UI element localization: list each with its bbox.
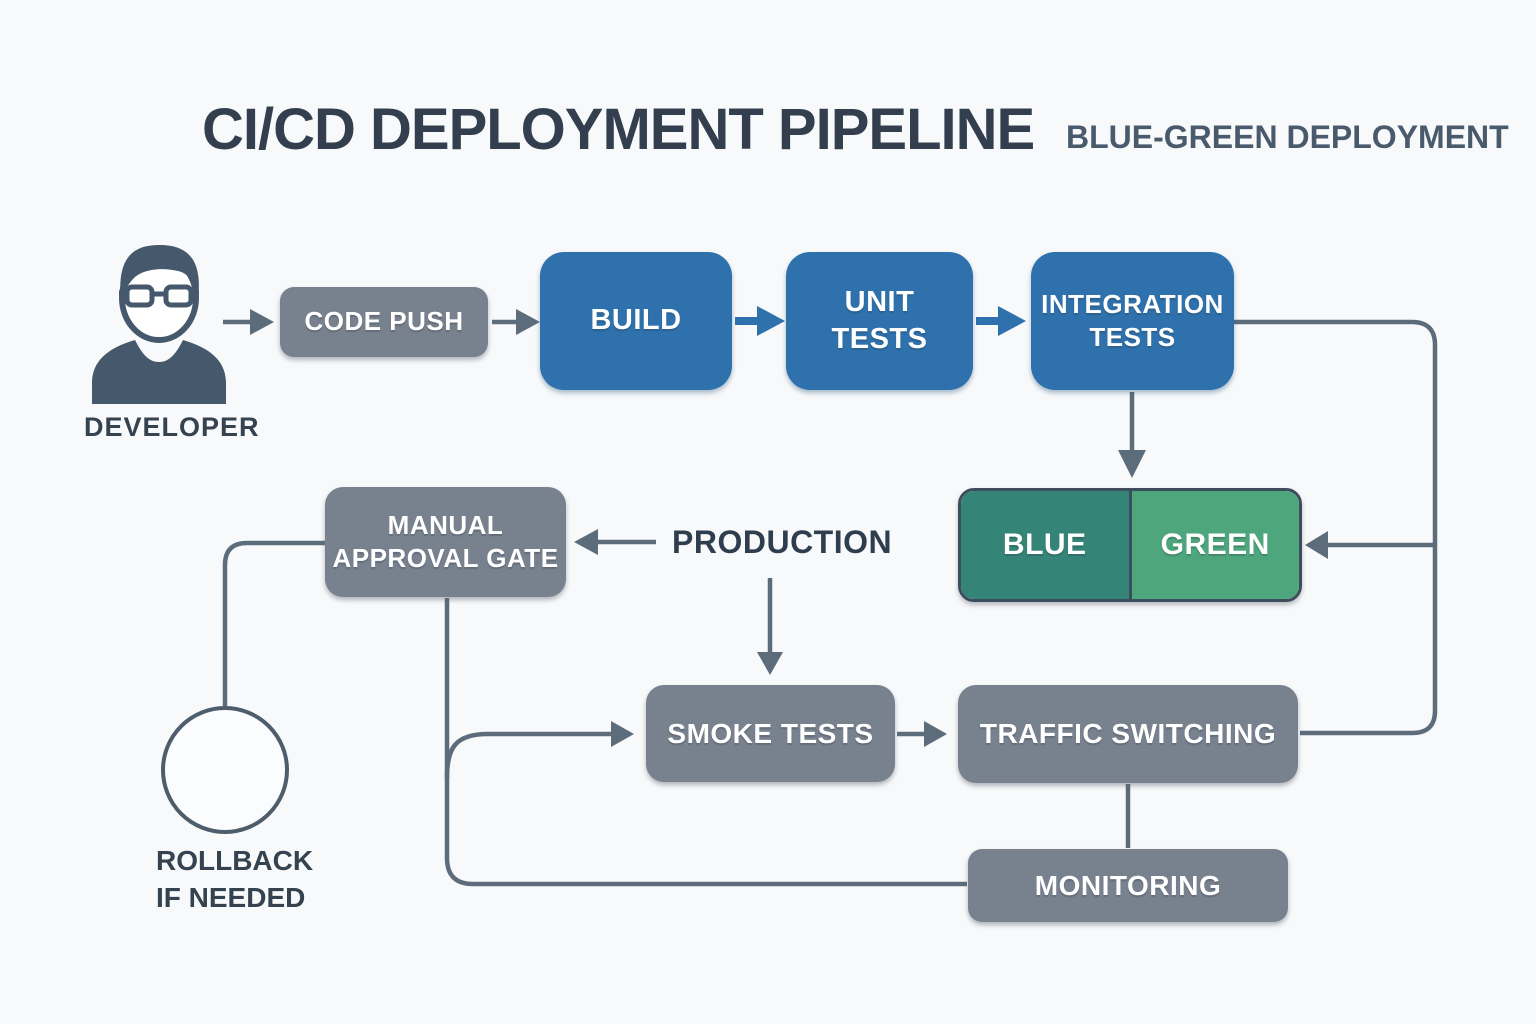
production-label: PRODUCTION bbox=[672, 524, 893, 560]
developer-torso bbox=[92, 340, 226, 404]
rollback-label: ROLLBACK IF NEEDED bbox=[156, 845, 314, 913]
node-smoke-tests: SMOKE TESTS bbox=[646, 685, 895, 782]
node-green-environment: GREEN bbox=[1131, 491, 1299, 599]
connector-loop-to-smoketests bbox=[444, 731, 613, 779]
page-title: CI/CD DEPLOYMENT PIPELINE bbox=[202, 97, 1035, 162]
node-integration-tests: INTEGRATION TESTS bbox=[1031, 252, 1234, 390]
developer-icon bbox=[92, 245, 226, 404]
node-unit-tests: UNIT TESTS bbox=[786, 252, 973, 390]
arrowhead-integrationtests-to-bluegreen bbox=[1118, 450, 1146, 478]
arrowhead-developer-to-codepush bbox=[250, 309, 274, 335]
node-code-push: CODE PUSH bbox=[280, 287, 488, 357]
node-manual-approval-gate: MANUAL APPROVAL GATE bbox=[325, 487, 566, 597]
developer-hair bbox=[120, 245, 199, 302]
developer-label: DEVELOPER bbox=[84, 412, 260, 442]
arrowhead-unittests-to-integrationtests bbox=[998, 306, 1026, 336]
node-build: BUILD bbox=[540, 252, 732, 390]
connector-approvalgate-to-rollback bbox=[222, 540, 325, 706]
arrowhead-build-to-unittests bbox=[757, 306, 785, 336]
node-monitoring: MONITORING bbox=[968, 849, 1288, 922]
arrowhead-codepush-to-build bbox=[516, 309, 540, 335]
arrowhead-smoketests-to-trafficswitching bbox=[924, 721, 947, 747]
arrowhead-production-to-smoketests bbox=[757, 652, 783, 675]
node-blue-environment: BLUE bbox=[961, 491, 1132, 599]
arrowhead-loop-to-smoketests bbox=[611, 721, 634, 747]
arrowhead-production-to-approvalgate bbox=[574, 529, 598, 555]
rollback-circle bbox=[161, 706, 289, 834]
node-blue-green-environments: BLUE GREEN bbox=[958, 488, 1302, 602]
arrowhead-loop-to-green bbox=[1305, 531, 1328, 559]
page-subtitle: BLUE-GREEN DEPLOYMENT bbox=[1066, 119, 1509, 155]
node-traffic-switching: TRAFFIC SWITCHING bbox=[958, 685, 1298, 783]
